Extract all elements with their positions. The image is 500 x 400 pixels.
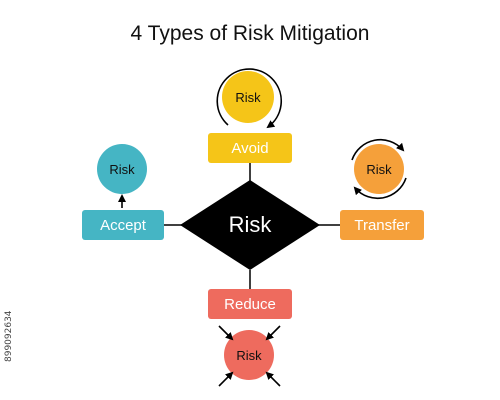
center-diamond <box>180 180 320 270</box>
reduce-circle <box>224 330 274 380</box>
accept-circle-label: Risk <box>109 161 135 177</box>
accept-circle <box>97 144 147 194</box>
transfer-cycle-arrow-bottom <box>353 177 407 200</box>
center-risk-label: Risk <box>228 212 272 237</box>
reduce-arrow-bottom-right <box>265 371 281 387</box>
reduce-arrow-top-right <box>265 325 281 341</box>
reduce-arrow-top-left <box>218 325 234 341</box>
avoid-circle-label: Risk <box>235 89 261 105</box>
transfer-box <box>340 210 424 240</box>
avoid-label: Avoid <box>231 139 269 157</box>
reduce-circle-label: Risk <box>236 347 262 363</box>
reduce-label: Reduce <box>224 295 276 313</box>
transfer-label: Transfer <box>354 216 410 234</box>
accept-box <box>82 210 164 240</box>
avoid-deflect-arrow <box>216 68 282 129</box>
accept-label: Accept <box>100 216 146 234</box>
reduce-box <box>208 289 292 319</box>
watermark: 899092634 <box>2 286 16 364</box>
diagram-title: 4 Types of Risk Mitigation <box>130 22 370 45</box>
avoid-circle <box>222 71 274 123</box>
transfer-cycle-arrow-top <box>351 138 405 161</box>
transfer-circle-label: Risk <box>366 161 392 177</box>
watermark-text: 899092634 <box>4 310 14 362</box>
reduce-arrow-bottom-left <box>218 371 234 387</box>
avoid-box <box>208 133 292 163</box>
transfer-circle <box>354 144 404 194</box>
